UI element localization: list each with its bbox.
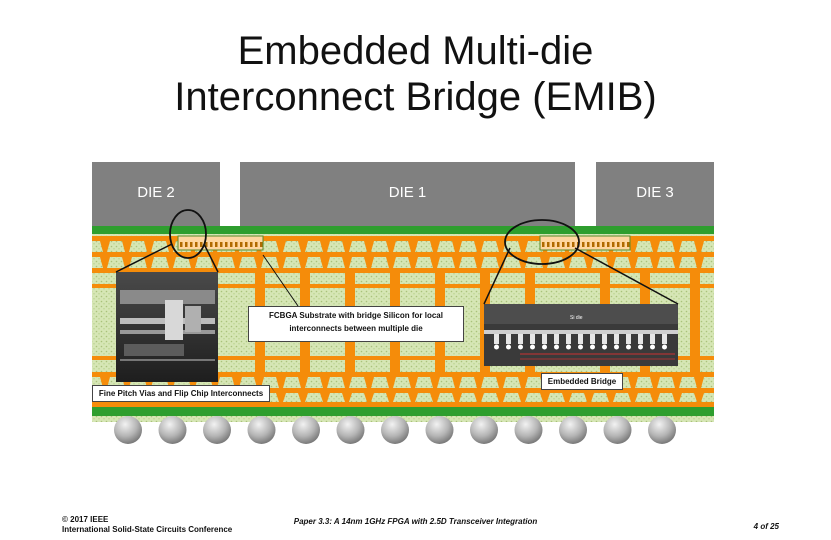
die-1-label: DIE 1: [388, 184, 427, 201]
substrate-callout: FCBGA Substrate with bridge Silicon for …: [248, 306, 464, 342]
solder-ball: [559, 416, 587, 444]
solder-ball: [292, 416, 320, 444]
solder-ball: [336, 416, 365, 444]
slide-title: Embedded Multi-die Interconnect Bridge (…: [0, 28, 831, 120]
substrate-callout-line-1: FCBGA Substrate with bridge Silicon for …: [269, 311, 443, 320]
solder-ball: [514, 416, 543, 444]
microbumps: [180, 242, 630, 247]
die-3-label: DIE 3: [636, 184, 674, 201]
footer-page-number: 4 of 25: [753, 522, 779, 531]
sem-inset-bridge: Si die: [484, 304, 678, 366]
solder-ball: [247, 416, 276, 444]
solder-ball: [470, 416, 498, 444]
conference-text: International Solid-State Circuits Confe…: [62, 525, 233, 534]
title-line-1: Embedded Multi-die: [237, 29, 594, 73]
highlight-ellipse-right: [504, 219, 580, 265]
solder-ball: [381, 416, 409, 444]
embedded-bridge-callout: Embedded Bridge: [541, 373, 623, 390]
solder-ball: [603, 416, 632, 444]
solder-ball: [425, 416, 454, 444]
solder-ball: [158, 416, 187, 444]
fine-pitch-callout: Fine Pitch Vias and Flip Chip Interconne…: [92, 385, 270, 402]
leader-line: [574, 247, 679, 305]
solder-balls: [114, 416, 676, 444]
footer-copyright: © 2017 IEEE International Solid-State Ci…: [62, 515, 232, 535]
leader-line: [203, 243, 219, 273]
die-1: [240, 162, 575, 226]
die-2-label: DIE 2: [137, 184, 175, 201]
copyright-text: © 2017 IEEE: [62, 515, 109, 524]
substrate-callout-line-2: interconnects between multiple die: [289, 324, 423, 333]
die-3: [596, 162, 714, 226]
leader-line: [115, 243, 173, 273]
leader-line: [483, 247, 511, 305]
leader-line: [262, 254, 299, 307]
title-line-2: Interconnect Bridge (EMIB): [174, 75, 657, 119]
solder-ball: [648, 416, 676, 444]
solder-ball: [203, 416, 231, 444]
sem-inset-fine-pitch: [116, 272, 218, 382]
solder-ball: [114, 416, 142, 444]
footer-paper: Paper 3.3: A 14nm 1GHz FPGA with 2.5D Tr…: [293, 517, 538, 526]
si-die-label: Si die: [570, 315, 583, 321]
highlight-ellipse-left: [169, 209, 207, 259]
